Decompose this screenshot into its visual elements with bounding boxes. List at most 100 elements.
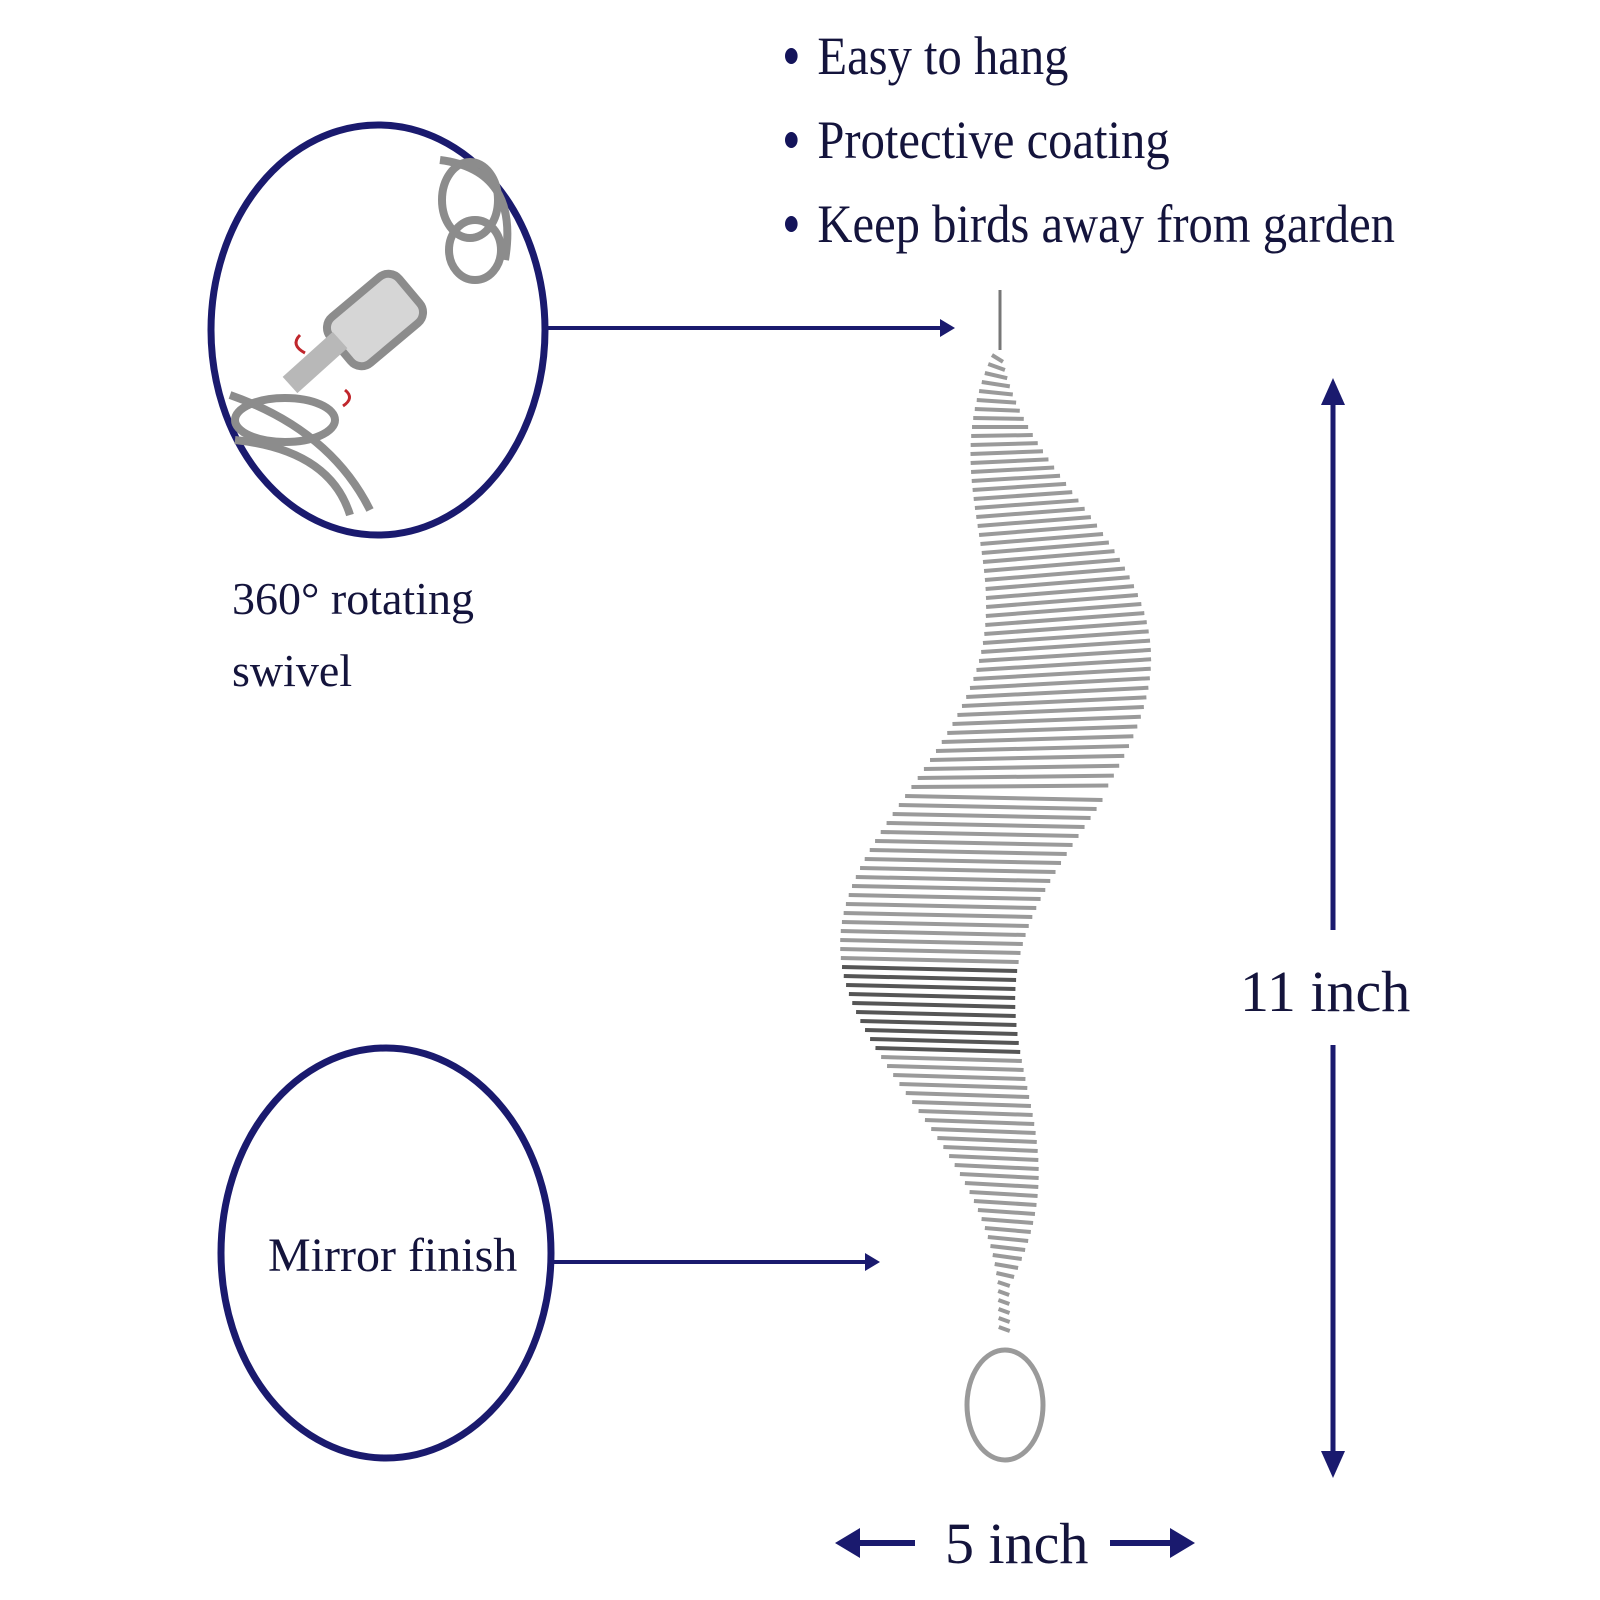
spinner-slat xyxy=(957,705,1144,717)
mirror-callout-circle xyxy=(217,1044,555,1462)
spinner-slat xyxy=(985,584,1135,600)
swivel-label-line2: swivel xyxy=(232,645,353,696)
feature-list: Easy to hang Protective coating Keep bir… xyxy=(785,14,1463,266)
spinner-slat xyxy=(973,666,1151,681)
spinner-slat xyxy=(893,1073,1026,1081)
bullet-icon xyxy=(785,216,798,232)
spinner-slat xyxy=(840,947,1021,955)
spinner-slat xyxy=(983,557,1121,573)
feature-text: Protective coating xyxy=(817,110,1170,170)
spinner-slat xyxy=(964,1181,1039,1189)
feature-item: Keep birds away from garden xyxy=(785,182,1395,266)
feature-text: Easy to hang xyxy=(817,26,1069,86)
spinner-slat xyxy=(976,657,1152,672)
spinner-slat xyxy=(899,1082,1028,1090)
spinner-slat xyxy=(987,362,1006,372)
arrow-head-icon xyxy=(865,1253,880,1271)
spinner-slat xyxy=(959,1172,1039,1180)
spinner-slat xyxy=(971,433,1033,438)
spinner-slat xyxy=(984,620,1147,636)
spinner-slat xyxy=(911,783,1109,789)
feature-text: Keep birds away from garden xyxy=(817,194,1395,254)
spinner-slat xyxy=(848,893,1041,901)
spinner-slat xyxy=(969,1190,1038,1198)
spinner-slat xyxy=(943,1145,1038,1153)
spinner-slat xyxy=(886,821,1085,829)
spinner-slat xyxy=(972,481,1067,492)
spinner-slat xyxy=(966,685,1149,699)
spinner-slat xyxy=(954,1163,1039,1171)
width-label: 5 inch xyxy=(945,1511,1089,1576)
spinner-slat xyxy=(852,1001,1016,1009)
spinner-slat xyxy=(949,1154,1039,1162)
spinner-slat xyxy=(952,714,1141,726)
spinner-slat xyxy=(961,695,1147,708)
spinner-slat xyxy=(997,1316,1011,1324)
spinner-slat xyxy=(881,1055,1022,1063)
spinner-slat xyxy=(987,1235,1029,1243)
spinner-slat xyxy=(981,1217,1034,1225)
spinner-slat xyxy=(912,1100,1032,1108)
spinner-slat xyxy=(970,465,1055,474)
spinner-slat xyxy=(990,353,1005,364)
spinner-slat xyxy=(998,1325,1011,1333)
spinner-slat xyxy=(924,1118,1035,1126)
spinner-slat xyxy=(995,1271,1015,1279)
spinner-slat xyxy=(848,992,1016,1000)
spinner-slat xyxy=(843,911,1033,919)
spinner-slat xyxy=(864,857,1062,865)
spinner-slat xyxy=(840,929,1026,937)
spinner-slat xyxy=(846,983,1016,991)
spinner-slat xyxy=(856,1010,1016,1018)
spinner-slat xyxy=(937,1136,1037,1144)
spinner-slat xyxy=(984,371,1008,381)
spinner-slat xyxy=(981,638,1151,654)
spinner-slat xyxy=(918,1109,1033,1117)
spinner-slat xyxy=(976,506,1085,519)
feature-item: Protective coating xyxy=(785,98,1395,182)
spinner-slat xyxy=(973,1199,1037,1207)
bullet-icon xyxy=(785,132,798,148)
spinner-slat xyxy=(898,803,1097,811)
spinner-slat xyxy=(994,1262,1019,1270)
spinner-slat xyxy=(984,1226,1031,1234)
height-dimension-arrow xyxy=(1321,378,1345,1478)
spinner-slat xyxy=(971,473,1061,483)
spinner-slat xyxy=(855,875,1051,883)
spinner-slat xyxy=(981,380,1011,389)
arrow-head-icon xyxy=(940,319,955,337)
spinner-slat xyxy=(978,523,1098,537)
width-dimension-arrow xyxy=(835,1528,1195,1558)
spinner-slat xyxy=(841,965,1018,973)
spinner-slat xyxy=(976,398,1017,405)
height-label: 11 inch xyxy=(1240,959,1411,1024)
spinner-slat xyxy=(978,647,1151,663)
spinner-slat xyxy=(875,839,1073,847)
spinner-slat xyxy=(860,866,1056,874)
spinner-slat xyxy=(864,1028,1018,1036)
spinner-slat xyxy=(875,1046,1021,1054)
spinner-slat xyxy=(984,566,1126,582)
spinner-slat xyxy=(917,773,1114,780)
bullet-icon xyxy=(785,48,798,64)
spinner-slat xyxy=(973,416,1024,421)
spinner-slat xyxy=(997,1307,1011,1315)
spinner-slat xyxy=(870,1037,1019,1045)
spinner-slat xyxy=(985,611,1145,627)
spinner-slat xyxy=(997,1280,1011,1288)
spinner-slat xyxy=(923,763,1120,771)
spinner-slat xyxy=(905,794,1103,802)
spinner-slat xyxy=(841,920,1029,928)
spinner-slat xyxy=(845,902,1037,910)
spinner-slat xyxy=(931,1127,1036,1135)
spinner-slat xyxy=(969,676,1150,690)
spinner-slat xyxy=(974,498,1079,510)
spinner-slat xyxy=(869,848,1067,856)
spinner-slat xyxy=(970,441,1038,447)
spinner-slat xyxy=(892,812,1091,820)
spinner-slat xyxy=(886,1064,1024,1072)
spinner-slat xyxy=(973,490,1073,501)
spinner-slat xyxy=(980,532,1104,546)
spinner-slat xyxy=(970,457,1049,465)
spinner-slat xyxy=(982,549,1115,564)
